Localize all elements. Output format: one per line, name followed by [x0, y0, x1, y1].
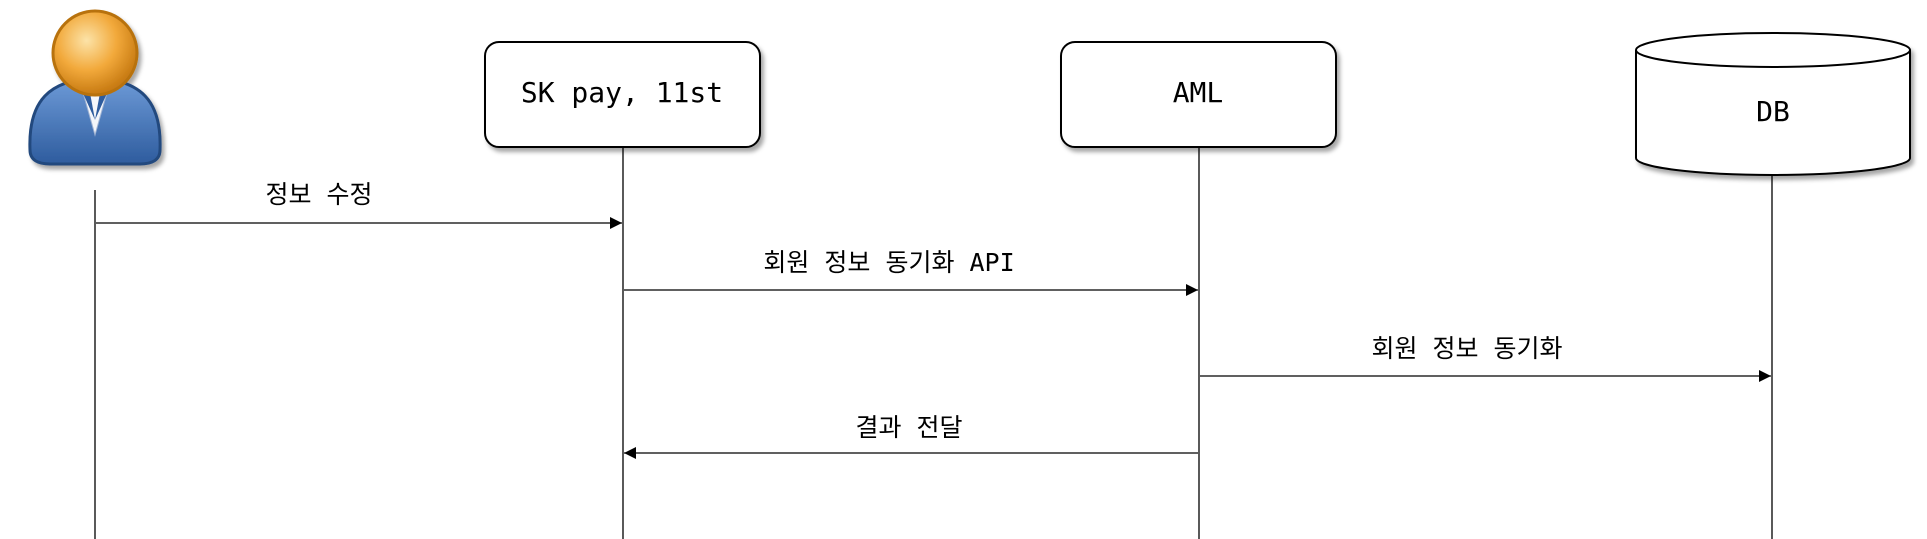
aml-box: [1060, 41, 1337, 148]
user-icon: [28, 9, 162, 166]
message-label-2: 회원 정보 동기화 API: [763, 248, 1014, 277]
message-label-4: 결과 전달: [855, 413, 962, 442]
message-label-3: 회원 정보 동기화: [1371, 334, 1562, 363]
aml-label: AML: [1173, 76, 1224, 109]
message-label-1: 정보 수정: [265, 180, 372, 209]
service-box: [484, 41, 761, 148]
db-label: DB: [1756, 95, 1790, 128]
db-cylinder: [1635, 32, 1911, 176]
service-label: SK pay, 11st: [521, 76, 723, 109]
